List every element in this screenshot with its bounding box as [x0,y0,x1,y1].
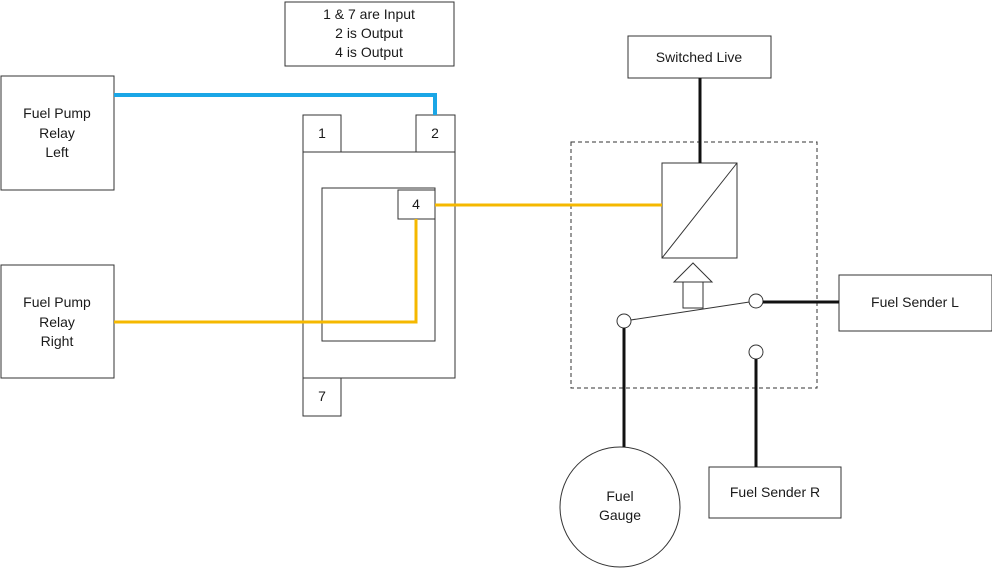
pin-7-label: 7 [318,388,326,404]
actuator-arrow [672,262,714,309]
note-line-3: 4 is Output [335,44,403,60]
wire-blue-relay-left-to-pin-2 [114,93,437,115]
pin-4-label: 4 [412,196,420,212]
relay-left-line-1: Fuel Pump [23,105,91,121]
fuel-sender-r-label: Fuel Sender R [730,484,820,500]
switched-live-label: Switched Live [656,49,743,65]
contact-sender-l [748,293,764,309]
relay-left-line-2: Relay [39,125,75,141]
pin-1-label: 1 [318,125,326,141]
relay-module: 1 2 4 7 [302,114,456,417]
pin-2-label: 2 [431,125,439,141]
pin-4: 4 [397,189,436,220]
fuel-sender-l-box: Fuel Sender L [838,274,992,332]
pin-7: 7 [302,377,342,417]
relay-right-line-2: Relay [39,314,75,330]
fuel-pump-relay-left: Fuel Pump Relay Left [0,75,115,191]
note-line-2: 2 is Output [335,25,403,41]
fuel-gauge-line-2: Gauge [599,507,641,523]
switch-arm [623,300,757,322]
fuel-sender-l-label: Fuel Sender L [871,294,959,310]
contact-common [616,313,632,329]
fuel-gauge: Fuel Gauge [559,446,681,568]
fuel-pump-relay-right: Fuel Pump Relay Right [0,264,115,379]
fuel-sender-r-box: Fuel Sender R [708,466,842,519]
note-box: 1 & 7 are Input 2 is Output 4 is Output [284,1,455,67]
changeover-relay-enclosure [570,141,818,389]
pin-1: 1 [302,114,342,153]
fuel-gauge-line-1: Fuel [606,488,633,504]
wire-yellow-relay-right-to-pin-4 [114,219,418,324]
pin-2: 2 [415,114,456,153]
note-line-1: 1 & 7 are Input [323,6,415,22]
relay-coil [661,162,738,259]
contact-sender-r [748,344,764,360]
relay-right-line-3: Right [41,333,74,349]
switched-live-box: Switched Live [627,35,772,79]
relay-right-line-1: Fuel Pump [23,294,91,310]
relay-left-line-3: Left [45,144,68,160]
